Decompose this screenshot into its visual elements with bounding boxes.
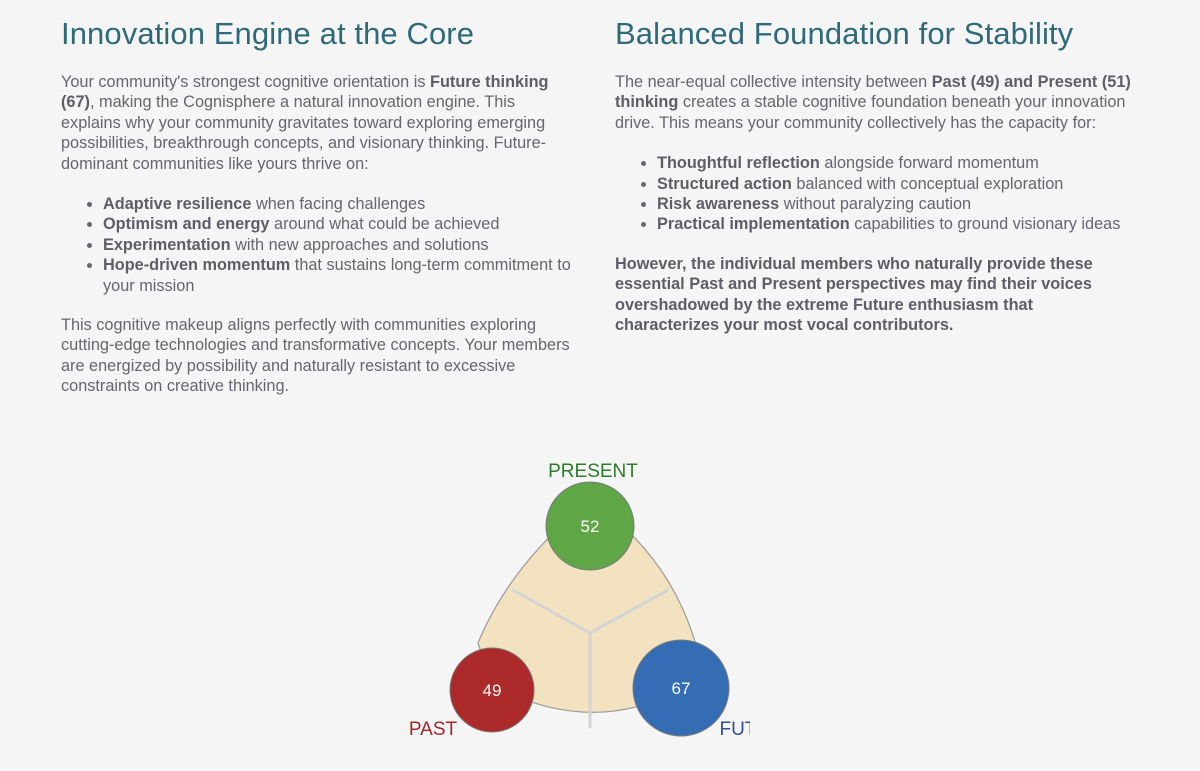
present-value: 52: [581, 517, 600, 536]
left-bullet-list: Adaptive resilience when facing challeng…: [61, 194, 576, 296]
left-column: Innovation Engine at the Core Your commu…: [61, 0, 576, 397]
list-item-bold: Structured action: [657, 174, 792, 193]
right-intro-text-rest: creates a stable cognitive foundation be…: [615, 93, 1126, 132]
list-item: Thoughtful reflection alongside forward …: [657, 153, 1140, 173]
left-intro-paragraph: Your community's strongest cognitive ori…: [61, 72, 576, 174]
past-circle: [449, 647, 535, 733]
list-item: Structured action balanced with conceptu…: [657, 174, 1140, 194]
past-label: PAST: [409, 719, 458, 740]
list-item: Risk awareness without paralyzing cautio…: [657, 194, 1140, 214]
divider-line: [511, 588, 592, 635]
list-item-text: that sustains long-term commitment to yo…: [103, 256, 571, 295]
right-intro-paragraph: The near-equal collective intensity betw…: [615, 72, 1140, 133]
right-column: Balanced Foundation for Stability The ne…: [615, 0, 1140, 335]
list-item-bold: Thoughtful reflection: [657, 154, 820, 173]
list-item-bold: Experimentation: [103, 235, 231, 254]
future-circle: [632, 639, 730, 737]
list-item-text: without paralyzing caution: [779, 195, 972, 214]
list-item-bold: Adaptive resilience: [103, 195, 252, 214]
list-item-bold: Hope-driven momentum: [103, 256, 291, 275]
left-intro-text: Your community's strongest cognitive ori…: [61, 73, 431, 91]
left-intro-bold: Future thinking (67): [61, 73, 549, 112]
future-value: 67: [672, 679, 691, 698]
list-item-bold: Risk awareness: [657, 195, 780, 214]
past-value: 49: [483, 681, 502, 700]
list-item-text: when facing challenges: [251, 195, 426, 214]
right-heading: Balanced Foundation for Stability: [615, 16, 1074, 51]
list-item-text: around what could be achieved: [269, 215, 500, 234]
list-item: Hope-driven momentum that sustains long-…: [103, 255, 576, 296]
right-bullet-list: Thoughtful reflection alongside forward …: [615, 153, 1140, 235]
future-label: FUTURE: [719, 719, 750, 740]
right-intro-bold: Past (49) and Present (51) thinking: [615, 73, 1131, 112]
cognisphere-diagram: 52 49 67 PRESENT PAST FUTURE: [400, 455, 797, 755]
list-item: Experimentation with new approaches and …: [103, 235, 576, 255]
left-intro-text-rest: , making the Cognisphere a natural innov…: [61, 93, 547, 173]
left-closing-paragraph: This cognitive makeup aligns perfectly w…: [61, 316, 570, 396]
list-item: Practical implementation capabilities to…: [657, 214, 1140, 234]
list-item-text: capabilities to ground visionary ideas: [849, 215, 1121, 234]
cognisphere-svg: 52 49 67 PRESENT PAST FUTURE: [409, 461, 797, 740]
right-intro-text: The near-equal collective intensity betw…: [615, 73, 932, 91]
list-item-bold: Practical implementation: [657, 215, 850, 234]
list-item-text: alongside forward momentum: [819, 154, 1039, 173]
triangle-divider-lines: [511, 588, 670, 729]
divider-line: [588, 588, 670, 635]
list-item-text: balanced with conceptual exploration: [791, 174, 1064, 193]
left-heading: Innovation Engine at the Core: [61, 16, 475, 51]
right-closing-paragraph: However, the individual members who natu…: [615, 254, 1093, 335]
present-circle: [545, 481, 635, 571]
list-item: Adaptive resilience when facing challeng…: [103, 194, 576, 214]
triangle-fill: [477, 499, 697, 713]
list-item-bold: Optimism and energy: [103, 215, 270, 234]
list-item: Optimism and energy around what could be…: [103, 214, 576, 234]
present-label: PRESENT: [548, 461, 638, 482]
list-item-text: with new approaches and solutions: [230, 235, 489, 254]
